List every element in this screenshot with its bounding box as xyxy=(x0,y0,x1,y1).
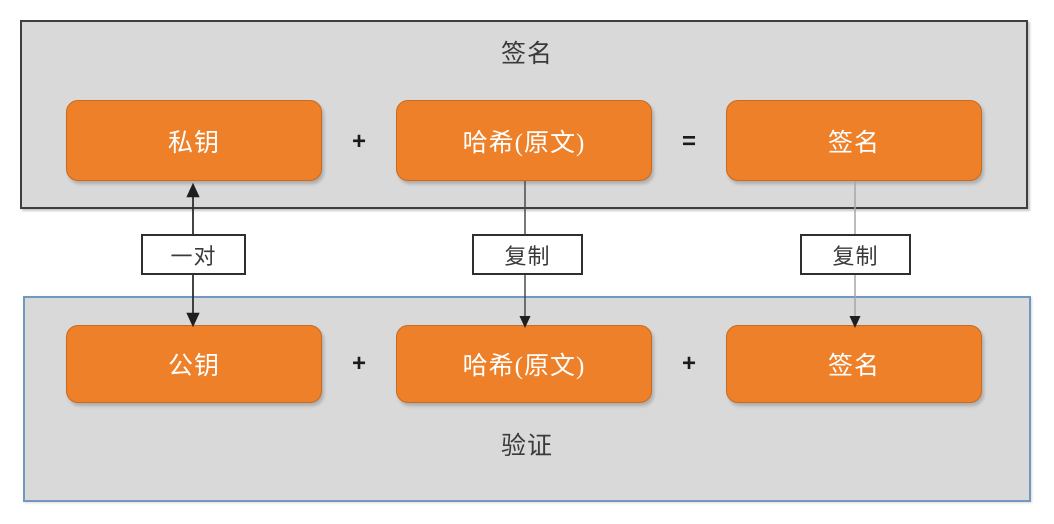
sign-plus-operator: + xyxy=(351,128,366,155)
public-key-box[interactable]: 公钥 xyxy=(66,325,322,403)
signature-box-sign[interactable]: 签名 xyxy=(726,100,982,181)
signature-box-verify[interactable]: 签名 xyxy=(726,325,982,403)
signing-panel-title: 签名 xyxy=(500,41,553,68)
verification-panel-title: 验证 xyxy=(500,433,553,460)
sign-equals-operator: = xyxy=(681,128,696,155)
hash-plaintext-box-verify[interactable]: 哈希(原文) xyxy=(396,325,652,403)
copy-signature-connector-label: 复制 xyxy=(800,234,911,275)
verify-plus-operator-2: + xyxy=(681,350,696,377)
copy-hash-connector-label: 复制 xyxy=(472,234,583,275)
pair-connector-label: 一对 xyxy=(141,234,246,275)
verify-plus-operator-1: + xyxy=(351,350,366,377)
private-key-box[interactable]: 私钥 xyxy=(66,100,322,181)
hash-plaintext-box-sign[interactable]: 哈希(原文) xyxy=(396,100,652,181)
